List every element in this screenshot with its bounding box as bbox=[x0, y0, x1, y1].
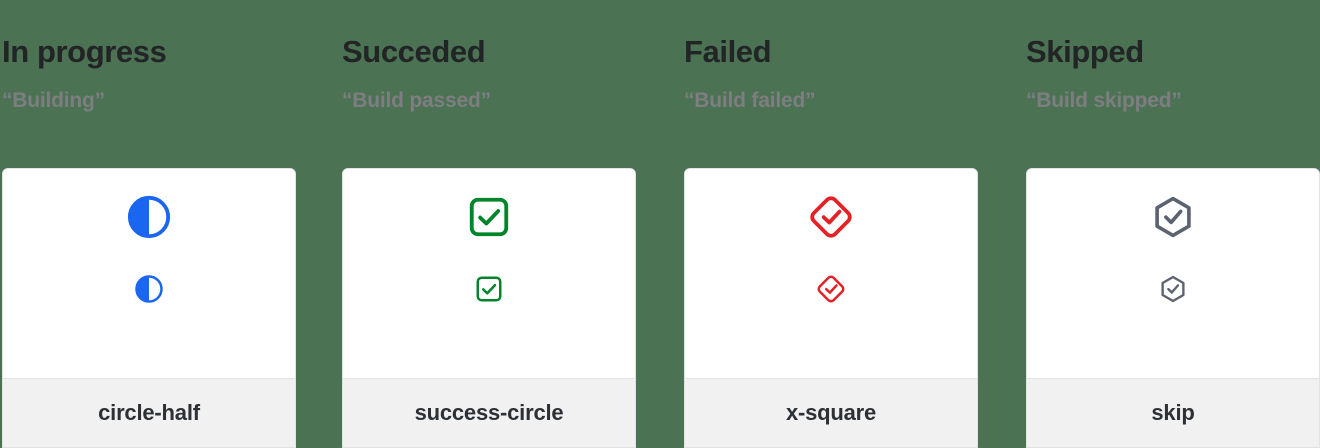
icon-card-body bbox=[343, 169, 635, 378]
status-subtitle: “Build skipped” bbox=[1026, 89, 1182, 112]
circle-half-icon-small bbox=[123, 263, 175, 315]
x-square-icon-large bbox=[805, 191, 857, 243]
status-column-succeded: Succeded “Build passed” bbox=[342, 0, 636, 448]
icon-name-label: circle-half bbox=[98, 400, 200, 425]
status-subtitle: “Building” bbox=[2, 89, 105, 112]
icon-card-footer: skip bbox=[1027, 378, 1319, 447]
icon-card[interactable]: success-circle bbox=[342, 168, 636, 448]
icon-card-body bbox=[685, 169, 977, 378]
success-circle-icon-large bbox=[463, 191, 515, 243]
circle-half-icon-large bbox=[123, 191, 175, 243]
icon-card[interactable]: skip bbox=[1026, 168, 1320, 448]
status-subtitle: “Build failed” bbox=[684, 89, 816, 112]
success-circle-icon-small bbox=[463, 263, 515, 315]
icon-card-footer: circle-half bbox=[3, 378, 295, 447]
status-column-skipped: Skipped “Build skipped” bbox=[1026, 0, 1320, 448]
icon-card-body bbox=[3, 169, 295, 378]
icon-card-body bbox=[1027, 169, 1319, 378]
status-subtitle: “Build passed” bbox=[342, 89, 491, 112]
status-column-failed: Failed “Build failed” bbox=[684, 0, 978, 448]
icon-name-label: skip bbox=[1151, 400, 1195, 425]
icon-card[interactable]: x-square bbox=[684, 168, 978, 448]
skip-icon-small bbox=[1147, 263, 1199, 315]
skip-icon-large bbox=[1147, 191, 1199, 243]
icon-name-label: success-circle bbox=[414, 400, 564, 425]
status-title: Skipped bbox=[1026, 34, 1144, 69]
icon-card-footer: x-square bbox=[685, 378, 977, 447]
status-title: Succeded bbox=[342, 34, 486, 69]
status-title: In progress bbox=[2, 34, 167, 69]
status-column-in-progress: In progress “Building” bbox=[2, 0, 296, 448]
icon-card[interactable]: circle-half bbox=[2, 168, 296, 448]
x-square-icon-small bbox=[805, 263, 857, 315]
icon-card-footer: success-circle bbox=[343, 378, 635, 447]
icon-name-label: x-square bbox=[785, 400, 877, 425]
status-title: Failed bbox=[684, 34, 772, 69]
